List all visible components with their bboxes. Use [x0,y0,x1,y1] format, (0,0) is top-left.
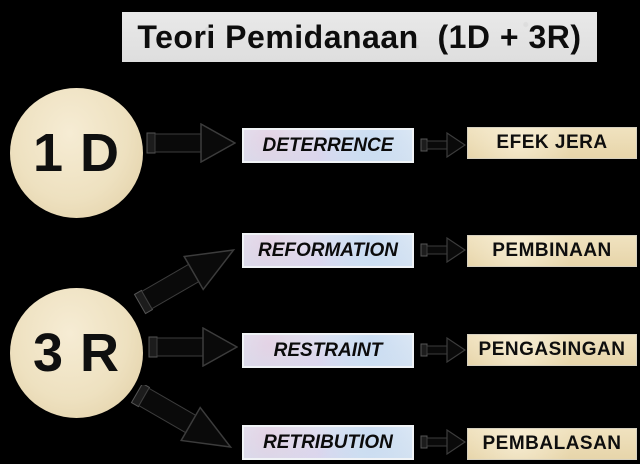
arrow-right-icon [146,123,236,163]
result-box-pembinaan: PEMBINAAN [467,235,637,267]
node-3r-label: 3 R [32,323,121,383]
node-1d-label: 1 D [32,123,121,183]
result-label: PEMBINAAN [492,240,612,261]
node-3r-circle: 3 R [10,288,143,418]
theory-label: REFORMATION [257,239,399,261]
connector-arrow-icon [420,236,466,264]
result-label: PENGASINGAN [478,339,626,360]
theory-label: RETRIBUTION [263,431,393,453]
result-label: EFEK JERA [496,132,608,153]
connector-arrow-icon [420,336,466,364]
slide-title: Teori Pemidanaan (1D + 3R) [122,12,597,62]
result-label: PEMBALASAN [482,433,622,454]
node-1d-circle: 1 D [10,88,143,218]
connector-arrow-icon [420,428,466,456]
connector-arrow-icon [420,131,466,159]
arrow-up-right-icon [133,249,236,315]
arrow-right-icon [148,327,238,367]
theory-box-retribution: RETRIBUTION [242,425,414,460]
theory-box-restraint: RESTRAINT [242,333,414,368]
result-box-efek-jera: EFEK JERA [467,127,637,159]
theory-box-deterrence: DETERRENCE [242,128,414,163]
theory-box-reformation: REFORMATION [242,233,414,268]
theory-label: DETERRENCE [262,134,394,156]
result-box-pembalasan: PEMBALASAN [467,428,637,460]
arrow-down-right-icon [130,385,233,448]
result-box-pengasingan: PENGASINGAN [467,334,637,366]
theory-label: RESTRAINT [273,339,383,361]
